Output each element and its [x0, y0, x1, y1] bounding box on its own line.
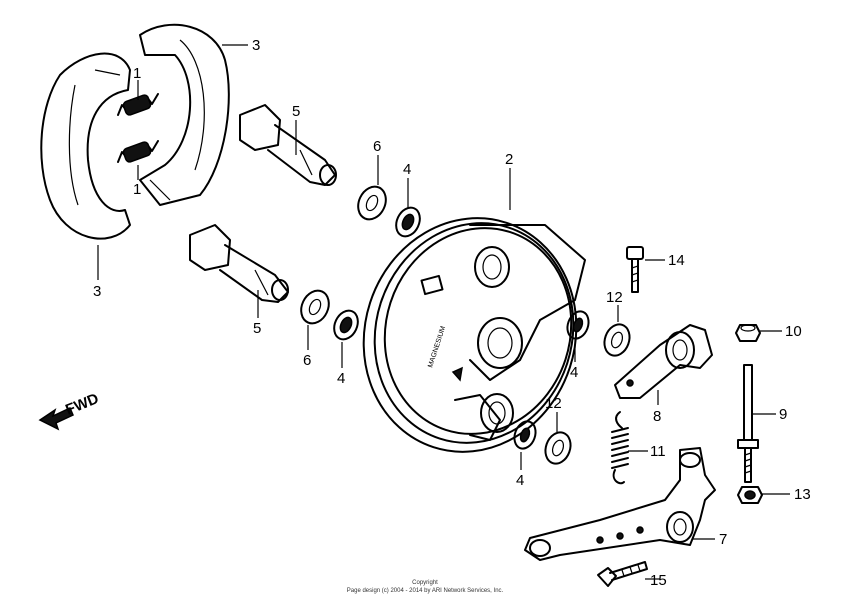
callout-1-upper: 1 — [133, 65, 141, 82]
forward-label: FWD — [63, 390, 101, 419]
callout-14: 14 — [668, 252, 685, 269]
callout-1-lower: 1 — [133, 181, 141, 198]
callout-12-lower: 12 — [545, 395, 562, 412]
callout-3-upper: 3 — [252, 37, 260, 54]
washer-6-lower — [300, 289, 330, 325]
washer-4-right-lower — [513, 420, 537, 450]
brake-arm — [614, 324, 713, 399]
callout-8: 8 — [653, 408, 661, 425]
washer-4-upper — [395, 206, 421, 238]
callout-5-upper: 5 — [292, 103, 300, 120]
callout-4-right-upper: 4 — [570, 364, 578, 381]
return-spring — [611, 411, 629, 485]
washer-12-upper — [603, 323, 631, 357]
callout-4-lower: 4 — [337, 370, 345, 387]
copyright-heading: Copyright — [412, 580, 438, 586]
forward-arrow-icon — [38, 406, 74, 431]
washer-6-upper — [357, 185, 387, 221]
panel-stamp: MAGNESIUM — [427, 325, 447, 368]
bolt-15 — [597, 561, 648, 587]
callout-11: 11 — [650, 443, 666, 460]
callout-6-lower: 6 — [303, 352, 311, 369]
brake-panel: MAGNESIUM — [362, 217, 586, 453]
callout-15: 15 — [650, 572, 667, 589]
callout-5-lower: 5 — [253, 320, 261, 337]
callout-4-right-lower: 4 — [516, 472, 524, 489]
callout-7: 7 — [719, 531, 727, 548]
brake-shoe-front — [40, 52, 131, 240]
callout-3-lower: 3 — [93, 283, 101, 300]
callout-4-upper: 4 — [403, 161, 411, 178]
spring-upper — [117, 93, 159, 116]
leader-lines — [97, 44, 790, 580]
washer-4-right-upper — [566, 310, 590, 340]
callout-9: 9 — [779, 406, 787, 423]
cam-lower — [189, 224, 289, 303]
callout-13: 13 — [794, 486, 811, 503]
copyright-notice: Page design (c) 2004 - 2014 by ARI Netwo… — [346, 588, 504, 594]
brake-pedal — [524, 447, 716, 561]
forward-direction-indicator: FWD — [38, 390, 101, 431]
callout-12-upper: 12 — [606, 289, 623, 306]
part-callouts: 1 1 3 3 5 5 6 6 4 4 4 4 2 12 12 14 10 8 … — [93, 37, 811, 589]
brake-shoe-rear — [139, 23, 230, 206]
washer-4-lower — [333, 309, 359, 341]
nut-13 — [737, 486, 763, 504]
nut-10 — [735, 324, 761, 342]
spring-lower — [117, 140, 159, 163]
washer-12-lower — [544, 431, 572, 465]
callout-10: 10 — [785, 323, 802, 340]
cam-upper — [239, 104, 337, 186]
brake-rod — [737, 364, 759, 483]
callout-6-upper: 6 — [373, 138, 381, 155]
bolt-14 — [626, 246, 644, 293]
callout-2: 2 — [505, 151, 513, 168]
